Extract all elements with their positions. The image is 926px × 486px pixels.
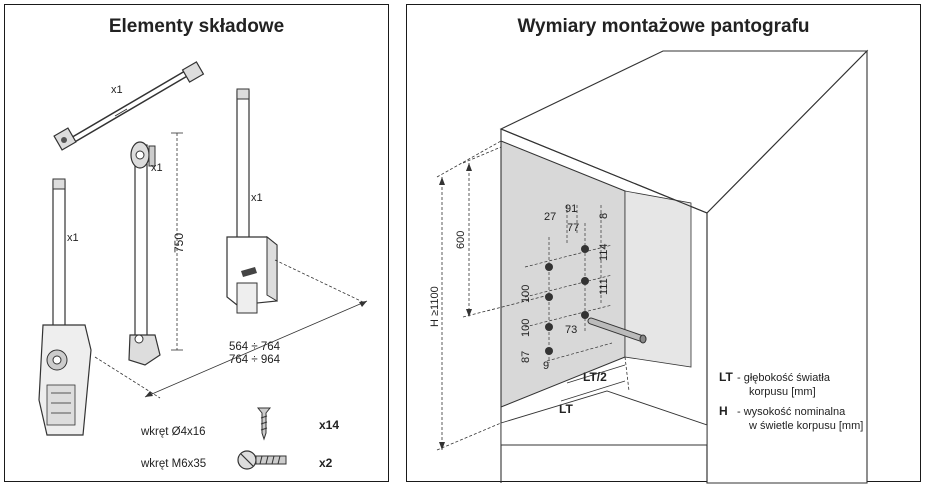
height-600-label: 600 <box>455 231 467 249</box>
dim-100a-label: 100 <box>520 285 532 303</box>
cabinet-drawing: H ≥1100 600 27 91 77 8 114 111 100 100 7… <box>429 49 869 484</box>
left-rail-mechanism <box>38 178 92 436</box>
dim-77-label: 77 <box>567 222 579 234</box>
dim-100b-label: 100 <box>520 319 532 337</box>
mounting-bolt <box>587 317 647 344</box>
dim-91-label: 91 <box>565 203 577 215</box>
legend-lt-line2: korpusu [mm] <box>749 386 816 398</box>
height-dimension-h <box>436 140 502 451</box>
screw-1-label: wkręt Ø4x16 <box>140 426 206 438</box>
mounting-title: Wymiary montażowe pantografu <box>517 16 810 37</box>
pantograph-arm <box>128 141 161 366</box>
width-range-2: 764 ÷ 964 <box>229 354 281 366</box>
dim-8-label: 8 <box>598 213 610 219</box>
wood-screw-icon <box>256 407 272 441</box>
components-panel: Elementy składowe x1 x1 750 <box>4 4 389 482</box>
bolt-screw-icon <box>237 450 287 470</box>
legend-h-line2: w świetle korpusu [mm] <box>748 420 863 432</box>
screw-2-label: wkręt M6x35 <box>140 458 206 470</box>
dim-9-label: 9 <box>543 360 549 372</box>
mounting-holes <box>545 245 589 355</box>
arm-quantity: x1 <box>151 162 163 174</box>
depth-label: LT <box>559 402 573 416</box>
legend-h-line1: - wysokość nominalna <box>737 406 846 418</box>
depth-half-label: LT/2 <box>583 370 607 384</box>
left-rail-quantity: x1 <box>67 232 79 244</box>
cabinet-back-wall <box>624 190 692 368</box>
width-range-1: 564 ÷ 764 <box>229 341 281 353</box>
right-rail-box <box>226 88 278 314</box>
legend-h-symbol: H <box>719 404 728 418</box>
cabinet-shelf <box>500 390 708 446</box>
dim-73-label: 73 <box>565 324 577 336</box>
dim-111-label: 111 <box>598 278 610 295</box>
dim-87-label: 87 <box>520 351 532 363</box>
mounting-dimensions-panel: Wymiary montażowe pantografu <box>406 4 921 484</box>
rod-quantity: x1 <box>111 84 123 96</box>
height-dimension-750 <box>171 132 183 351</box>
legend-lt-symbol: LT <box>719 370 733 384</box>
height-dimension-600 <box>462 146 550 318</box>
components-drawing: x1 x1 750 x1 <box>38 61 368 470</box>
width-dimension <box>94 259 368 399</box>
height-h-label: H ≥1100 <box>429 286 441 327</box>
dim-114-label: 114 <box>598 243 610 261</box>
height-750-label: 750 <box>172 233 186 253</box>
cabinet-inner-wall <box>500 140 626 408</box>
components-title: Elementy składowe <box>108 16 285 37</box>
legend-lt-line1: - głębokość światła <box>737 372 831 384</box>
telescopic-rod <box>53 61 205 151</box>
right-rail-quantity: x1 <box>251 192 263 204</box>
screw-1-quantity: x14 <box>319 418 339 432</box>
screw-2-quantity: x2 <box>319 456 333 470</box>
dim-27-label: 27 <box>544 211 556 223</box>
depth-dimensions <box>560 356 630 402</box>
